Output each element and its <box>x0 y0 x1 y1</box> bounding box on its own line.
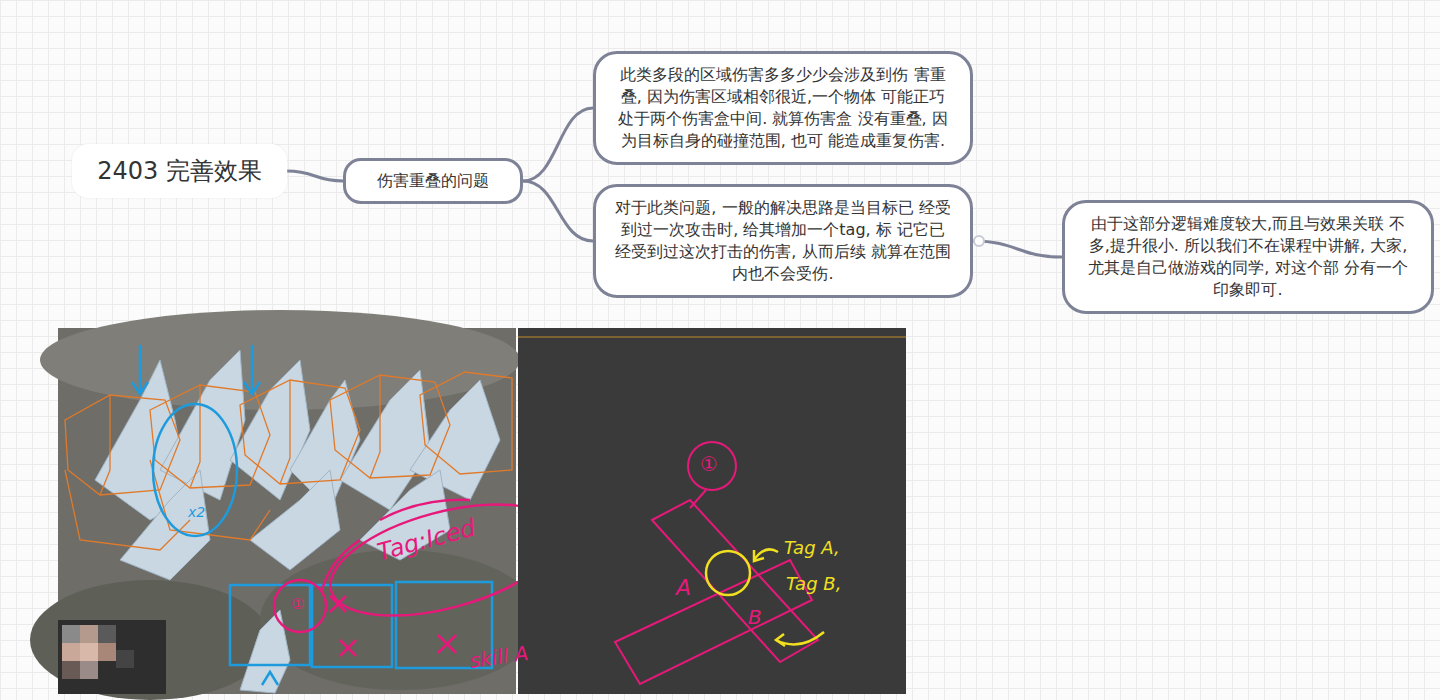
root-topic: 2403 完善效果 <box>72 144 287 198</box>
node-text: 2403 完善效果 <box>88 156 271 186</box>
note-box: 此类多段的区域伤害多多少少会涉及到伤 害重叠, 因为伤害区域相邻很近,一个物体 … <box>593 51 973 165</box>
area-name: A <box>676 576 691 600</box>
handwritten-note: x2 <box>188 505 205 520</box>
connector <box>973 241 1062 257</box>
callout-number: ① <box>700 453 718 475</box>
pink-sketch <box>615 442 818 684</box>
node-text: 对于此类问题, 一般的解决思路是当目标已 经受到过一次攻击时, 给其增加一个ta… <box>614 197 952 285</box>
stone-floor <box>260 550 540 690</box>
node-text: 由于这部分逻辑难度较大,而且与效果关联 不多,提升很小. 所以我们不在课程中讲解… <box>1083 213 1413 301</box>
note-box: 由于这部分逻辑难度较大,而且与效果关联 不多,提升很小. 所以我们不在课程中讲解… <box>1062 200 1434 314</box>
yellow-sketch <box>706 549 824 646</box>
connector <box>287 171 343 181</box>
tag-note: Tag A, <box>784 538 840 558</box>
blue-annotations <box>132 345 492 685</box>
note-box: 对于此类问题, 一般的解决思路是当目标已 经受到过一次攻击时, 给其增加一个ta… <box>593 184 973 298</box>
callout-number: ① <box>291 596 304 613</box>
stone-floor <box>30 580 270 700</box>
node-text: 此类多段的区域伤害多多少少会涉及到伤 害重叠, 因为伤害区域相邻很近,一个物体 … <box>614 64 952 152</box>
panel-line <box>518 337 906 338</box>
pixel-thumbnail <box>58 620 166 694</box>
connector <box>523 108 593 181</box>
tag-note: Tag B, <box>786 574 841 594</box>
node-text: 伤害重叠的问题 <box>358 170 508 192</box>
collapse-handle <box>974 236 984 246</box>
area-name: B <box>748 606 762 628</box>
topic-box: 伤害重叠的问题 <box>343 158 523 204</box>
editor-panel <box>518 328 906 694</box>
connector <box>523 181 593 241</box>
